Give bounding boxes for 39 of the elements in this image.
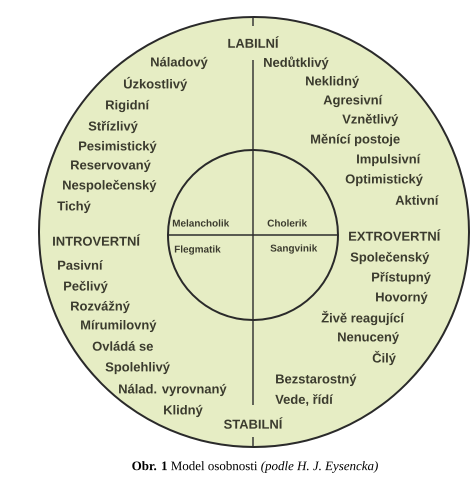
- trait-label: Spolehlivý: [106, 362, 170, 374]
- trait-label: Společenský: [350, 252, 430, 264]
- trait-label: Rozvážný: [71, 300, 130, 314]
- trait-label: Vznětlivý: [342, 114, 398, 126]
- trait-label: Bezstarostný: [276, 374, 356, 386]
- trait-label: Hovorný: [376, 292, 428, 304]
- trait-label: Úzkostlivý: [124, 76, 188, 92]
- axis-label: LABILNÍ: [228, 36, 279, 48]
- trait-label: Živě reagující: [322, 310, 404, 326]
- temperament-label: Melancholik: [172, 219, 230, 227]
- trait-label: Tichý: [57, 200, 91, 214]
- trait-label: Klidný: [164, 404, 203, 418]
- trait-label: Měnící postoje: [311, 134, 400, 146]
- trait-label: Nenucený: [338, 332, 400, 344]
- trait-label: Mírumilovný: [81, 320, 156, 332]
- trait-label: Aktivní: [396, 195, 439, 205]
- trait-label: Reservovaný: [71, 160, 151, 172]
- outer-circle: [38, 16, 470, 448]
- trait-label: Agresivní: [324, 94, 383, 108]
- trait-label: Nedůtklivý: [264, 56, 329, 70]
- trait-label: Přístupný: [372, 272, 431, 284]
- temperament-label: Cholerik: [268, 219, 308, 227]
- axis-label: INTROVERTNÍ: [53, 234, 140, 246]
- trait-label: Čilý: [372, 350, 396, 366]
- trait-label: Nálad. vyrovnaný: [119, 384, 227, 396]
- trait-label: Vede, řídí: [275, 394, 334, 406]
- axis-label: STABILNÍ: [224, 417, 283, 429]
- temperament-label: Flegmatik: [174, 245, 221, 255]
- trait-label: Neklidný: [306, 76, 360, 88]
- trait-label: Náladový: [151, 56, 208, 70]
- trait-label: Impulsivní: [357, 154, 421, 166]
- trait-label: Střízlivý: [88, 120, 138, 134]
- trait-label: Rigidní: [106, 100, 150, 112]
- trait-label: Pečlivý: [64, 280, 108, 294]
- temperament-label: Sangvinik: [270, 244, 318, 254]
- trait-label: Ovládá se: [92, 341, 153, 351]
- trait-label: Pasivní: [58, 260, 103, 270]
- caption: Obr. 1 Model osobnosti (podle H. J. Eysencka): [132, 461, 378, 473]
- trait-label: Pesimistický: [79, 140, 157, 154]
